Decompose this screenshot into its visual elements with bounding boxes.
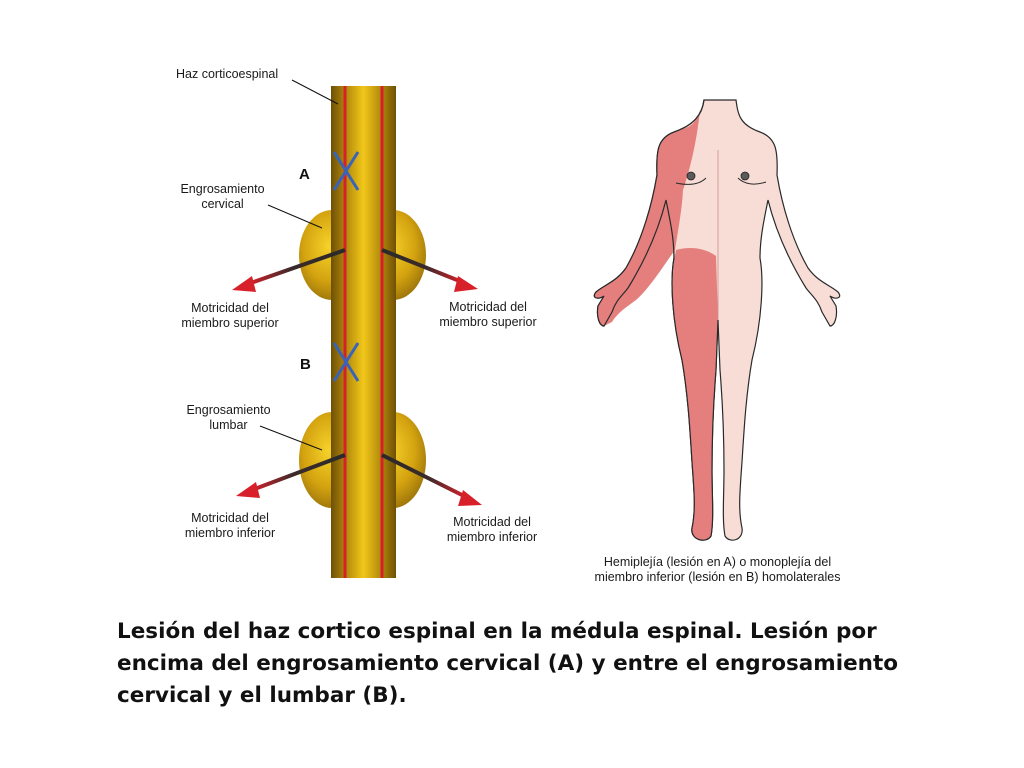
lumbar-label-line2: lumbar bbox=[209, 418, 248, 432]
upper-left-nerve bbox=[232, 248, 346, 292]
upper-right-line2: miembro superior bbox=[439, 315, 537, 329]
lower-right-motor-label: Motricidad del miembro inferior bbox=[436, 515, 548, 545]
lower-left-nerve bbox=[236, 453, 346, 498]
upper-right-motor-label: Motricidad del miembro superior bbox=[430, 300, 546, 330]
lesion-a-x-icon bbox=[332, 151, 360, 191]
lumbar-leader-line bbox=[259, 425, 323, 451]
lower-right-nerve bbox=[381, 453, 482, 506]
nipple-right bbox=[740, 171, 750, 181]
spinal-cord bbox=[331, 86, 396, 578]
affected-leg bbox=[672, 248, 718, 541]
upper-right-line1: Motricidad del bbox=[449, 300, 527, 314]
cervical-label-line2: cervical bbox=[201, 197, 244, 211]
marker-a: A bbox=[299, 166, 310, 183]
body-caption-line1: Hemiplejía (lesión en A) o monoplejía de… bbox=[603, 555, 832, 569]
cervical-leader-line bbox=[267, 204, 323, 229]
lower-left-motor-label: Motricidad del miembro inferior bbox=[174, 511, 286, 541]
tract-label: Haz corticoespinal bbox=[176, 67, 279, 81]
upper-left-line2: miembro superior bbox=[181, 316, 279, 330]
lumbar-label-line1: Engrosamiento bbox=[186, 403, 271, 417]
marker-b: B bbox=[300, 356, 311, 373]
cervical-enlargement-label: Engrosamiento cervical bbox=[170, 182, 275, 212]
upper-left-motor-label: Motricidad del miembro superior bbox=[172, 301, 288, 331]
diagram-canvas bbox=[232, 79, 841, 578]
upper-right-nerve bbox=[381, 248, 478, 292]
body-figure bbox=[593, 99, 841, 541]
body-caption-line2: miembro inferior (lesión en B) homolater… bbox=[594, 570, 841, 584]
upper-left-line1: Motricidad del bbox=[191, 301, 269, 315]
tract-leader-line bbox=[291, 79, 339, 105]
lower-right-line2: miembro inferior bbox=[446, 530, 538, 544]
lesion-b-x-icon bbox=[332, 342, 360, 382]
body-figure-caption: Hemiplejía (lesión en A) o monoplejía de… bbox=[575, 555, 860, 585]
lower-right-line1: Motricidad del bbox=[453, 515, 531, 529]
nipple-left bbox=[686, 171, 696, 181]
spinal-lesion-diagram: Haz corticoespinal A B Engrosamiento cer… bbox=[170, 67, 841, 578]
lower-left-line1: Motricidad del bbox=[191, 511, 269, 525]
lower-left-line2: miembro inferior bbox=[184, 526, 276, 540]
lumbar-enlargement-label: Engrosamiento lumbar bbox=[176, 403, 281, 433]
slide-caption: Lesión del haz cortico espinal en la méd… bbox=[117, 619, 899, 708]
cervical-label-line1: Engrosamiento bbox=[180, 182, 265, 196]
